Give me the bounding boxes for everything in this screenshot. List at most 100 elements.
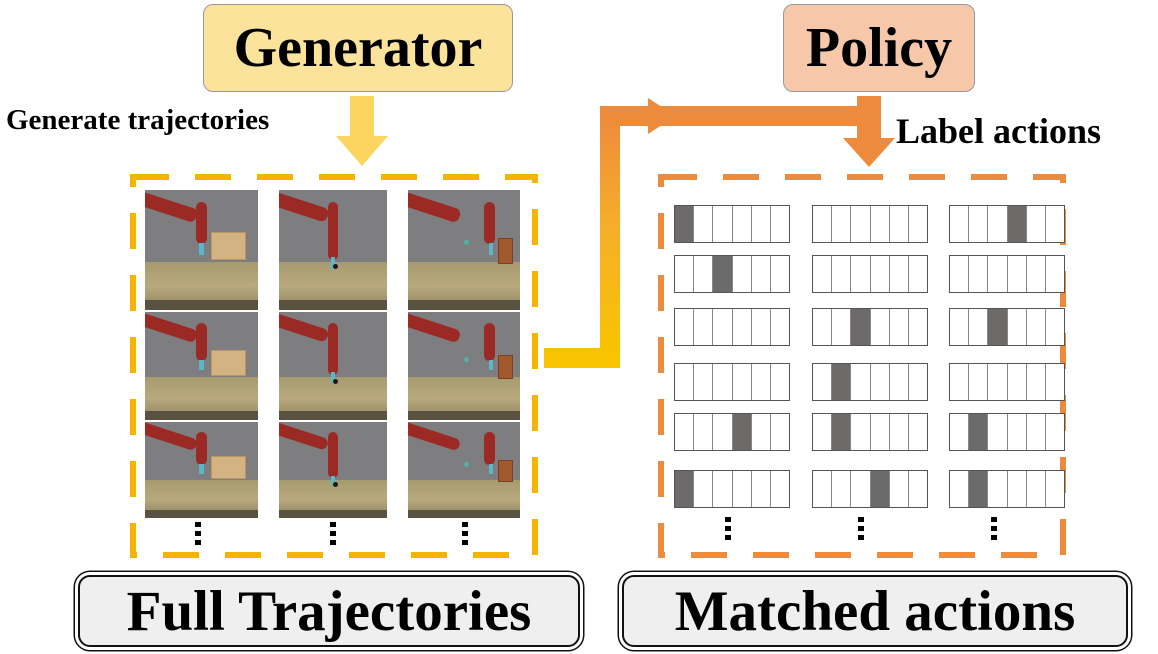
action-bar [949,205,1065,243]
action-cell [693,206,712,242]
action-cell [1025,414,1045,450]
action-bar [812,470,928,508]
action-cell [675,414,693,450]
label-down-arrow [843,96,895,167]
action-cell [1044,414,1064,450]
action-bar [812,205,928,243]
action-cell [1044,309,1064,345]
action-cell [731,206,751,242]
action-cell [693,309,712,345]
action-cell [1025,206,1045,242]
action-cell [813,309,831,345]
robot-frame-image [408,312,520,420]
action-cell [1025,471,1045,507]
action-cell [712,309,731,345]
action-cell [987,206,1006,242]
action-cell [750,414,770,450]
action-cell [850,364,869,400]
action-cell [693,256,712,292]
more-ellipsis-icon [462,522,468,548]
action-bar [949,470,1065,508]
action-cell [731,309,751,345]
action-cell-selected [831,364,851,400]
action-cell [712,414,731,450]
policy-box: Policy [783,4,975,92]
action-cell [888,364,908,400]
action-cell [907,256,927,292]
action-cell [950,471,968,507]
action-cell-selected [869,471,889,507]
robot-frame-image [408,190,520,310]
action-cell [769,364,789,400]
action-cell [1044,206,1064,242]
action-cell [693,414,712,450]
action-cell [769,309,789,345]
action-cell [950,206,968,242]
action-cell [850,206,869,242]
action-cell [968,364,987,400]
action-bar [949,363,1065,401]
action-cell-selected [731,414,751,450]
robot-frame-image [279,422,387,518]
action-cell [1025,309,1045,345]
generator-title: Generator [233,17,483,79]
action-cell-selected [831,414,851,450]
action-cell-selected [968,471,988,507]
action-bar [949,413,1065,451]
action-cell [769,471,789,507]
action-cell-selected [712,256,732,292]
action-bar [674,308,790,346]
action-cell [987,471,1006,507]
action-cell [750,471,770,507]
action-cell [731,364,751,400]
action-cell [831,256,850,292]
action-cell [850,471,869,507]
action-cell [831,471,850,507]
action-cell [813,471,831,507]
action-cell [850,256,869,292]
more-ellipsis-icon [195,522,201,548]
action-cell [712,364,731,400]
action-bar [812,255,928,293]
generate-down-arrow [336,96,388,166]
action-bar [812,308,928,346]
action-cell [950,309,968,345]
robot-frame-image [279,312,387,420]
action-cell [769,206,789,242]
action-cell [869,309,889,345]
more-ellipsis-icon [725,517,731,543]
action-cell [968,206,987,242]
action-cell [731,256,751,292]
action-cell [950,256,968,292]
action-bar [674,413,790,451]
action-cell [1044,364,1064,400]
robot-frame-image [145,190,258,310]
action-cell [907,309,927,345]
robot-frame-image [408,422,520,518]
full-trajectories-caption: Full Trajectories [78,575,580,647]
matched-actions-text: Matched actions [674,579,1076,643]
action-cell [750,206,770,242]
action-cell [750,309,770,345]
action-cell [968,256,987,292]
label-actions-label: Label actions [896,111,1102,151]
more-ellipsis-icon [330,522,336,548]
action-cell-selected [1006,206,1026,242]
action-cell-selected [675,206,694,242]
action-cell [888,471,908,507]
action-bar [949,308,1065,346]
robot-frame-image [145,422,258,518]
action-cell [869,364,889,400]
more-ellipsis-icon [991,517,997,543]
action-bar [674,255,790,293]
action-cell [907,414,927,450]
policy-title: Policy [805,17,953,79]
action-cell [813,206,831,242]
action-bar [812,413,928,451]
action-cell [1006,309,1026,345]
action-cell [869,256,889,292]
action-cell [950,414,968,450]
action-cell [1044,256,1064,292]
action-cell [813,256,831,292]
